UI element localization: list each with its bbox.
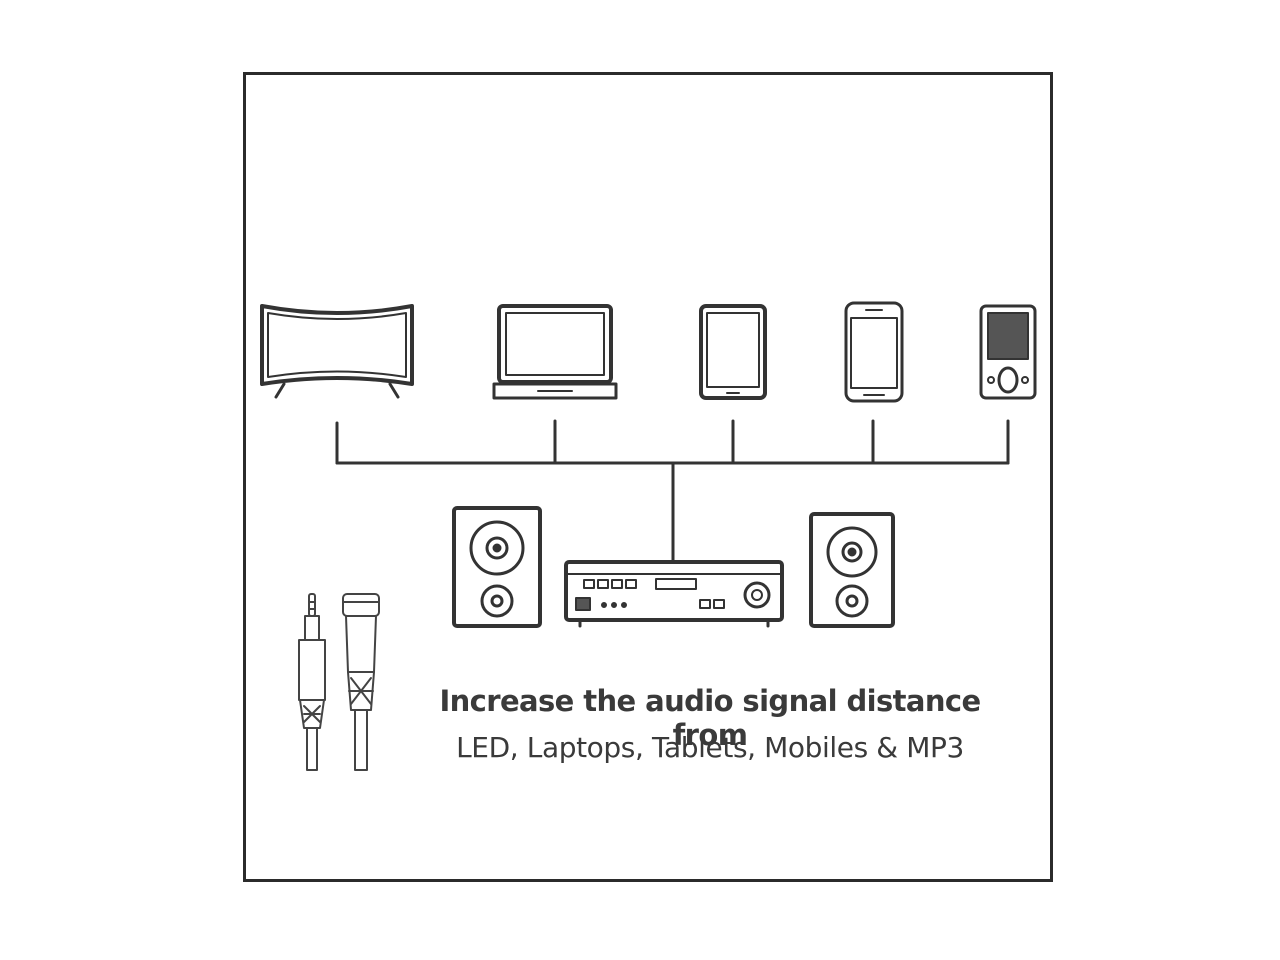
- amplifier-icon: [564, 560, 784, 628]
- right-speaker-icon: [809, 512, 895, 628]
- diagram-frame: [243, 72, 1053, 882]
- mp3-player-icon: [979, 304, 1037, 400]
- aux-cable-icon: [298, 593, 380, 771]
- smartphone-icon: [844, 301, 904, 403]
- connector-lines: [335, 419, 1010, 564]
- left-speaker-icon: [452, 506, 542, 628]
- caption-title: Increase the audio signal distance from: [439, 684, 981, 752]
- caption-subtitle: LED, Laptops, Tablets, Mobiles & MP3: [456, 731, 964, 764]
- curved-tv-icon: [260, 304, 414, 399]
- tablet-icon: [699, 304, 767, 400]
- laptop-icon: [492, 304, 618, 400]
